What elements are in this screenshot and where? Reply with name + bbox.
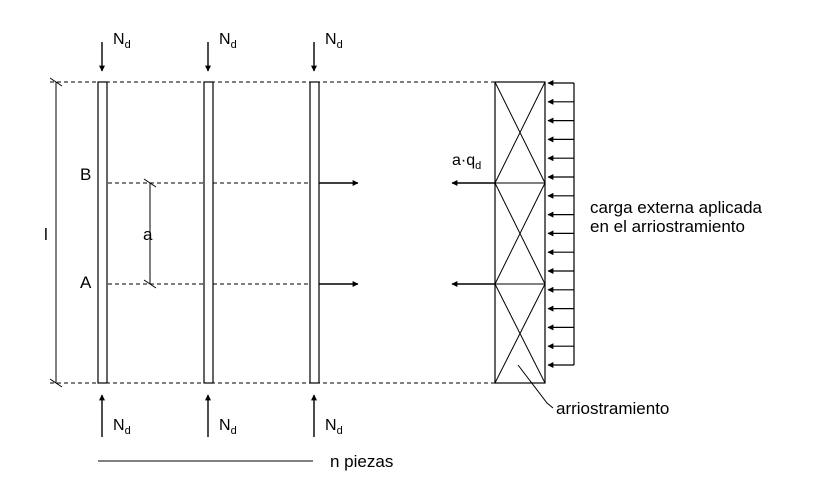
bottom-force-labels: Nd Nd Nd xyxy=(113,417,343,437)
external-load-label-line1: carga externa aplicada xyxy=(590,198,763,217)
bracing-force-label: a·qd xyxy=(452,152,481,172)
stabilizing-forces xyxy=(319,180,495,287)
point-a-label: A xyxy=(80,273,92,292)
top-force-label-3: Nd xyxy=(325,31,343,51)
member-1 xyxy=(97,81,108,384)
bottom-force-label-2: Nd xyxy=(219,417,237,437)
member-3 xyxy=(309,81,320,384)
members xyxy=(97,81,320,384)
bracing-label: arriostramiento xyxy=(556,399,669,418)
length-dimension xyxy=(49,77,63,388)
n-pieces-label: n piezas xyxy=(330,452,393,471)
spacing-dimension xyxy=(143,178,157,289)
point-b-label: B xyxy=(80,165,91,184)
top-force-label-1: Nd xyxy=(113,31,131,51)
top-force-labels: Nd Nd Nd xyxy=(113,31,343,51)
bottom-force-label-1: Nd xyxy=(113,417,131,437)
top-force-label-2: Nd xyxy=(219,31,237,51)
external-distributed-load xyxy=(547,80,575,368)
member-2 xyxy=(203,81,214,384)
top-forces xyxy=(99,42,317,72)
bottom-forces xyxy=(99,394,317,437)
dashed-reference-lines xyxy=(50,81,495,384)
length-label: l xyxy=(44,225,48,244)
bracing-leader-line xyxy=(517,364,554,409)
spacing-label: a xyxy=(143,225,153,244)
bottom-force-label-3: Nd xyxy=(325,417,343,437)
bracing-truss xyxy=(494,81,546,384)
external-load-label-line2: en el arriostramiento xyxy=(590,217,745,236)
